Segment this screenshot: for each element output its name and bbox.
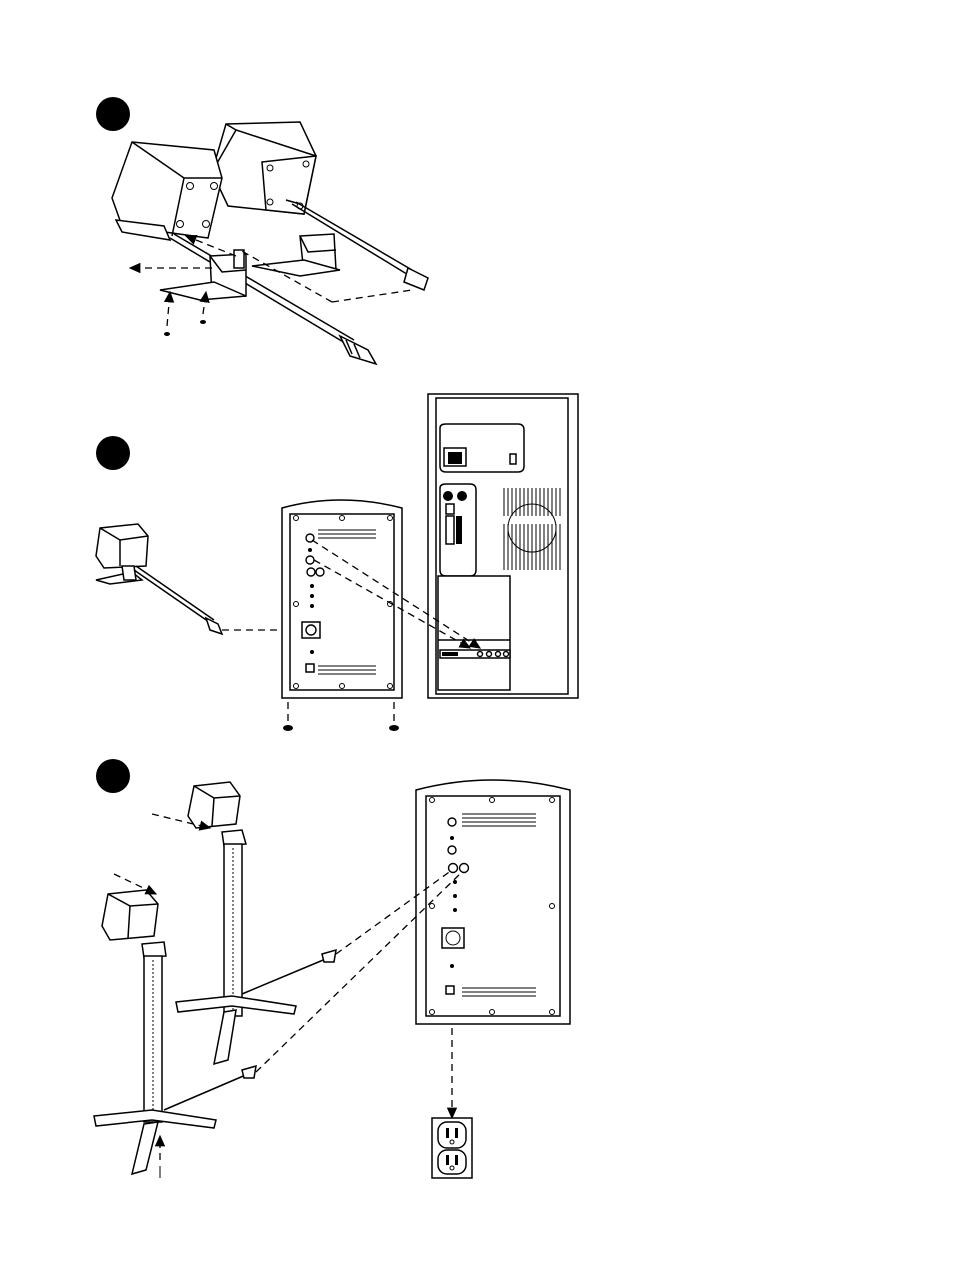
rubber-foot-2: [200, 320, 206, 324]
step-1: [96, 97, 428, 364]
step-3: [94, 759, 570, 1178]
floor-stand-back: [176, 782, 296, 1064]
side-speaker-cable: [134, 570, 212, 624]
subwoofer-foot-left: [283, 725, 293, 731]
rear-cable-plug: [404, 268, 428, 290]
subwoofer-foot-right: [389, 725, 399, 731]
step-2: [96, 394, 578, 731]
satellite-speaker-rear: [212, 122, 316, 214]
floor-stand-front: [94, 890, 216, 1174]
subwoofer-rear-panel-step3: [416, 780, 570, 1024]
speaker-stand-rear: [252, 234, 340, 276]
front-cable-plug: [340, 336, 376, 364]
front-stand-cable: [164, 1074, 248, 1110]
step-3-marker: [96, 759, 130, 793]
subwoofer-rear-panel: [282, 500, 402, 698]
step-2-marker: [96, 436, 130, 470]
step-1-marker: [96, 97, 130, 131]
side-cable-plug: [206, 618, 222, 634]
satellite-speaker-front: [112, 142, 222, 240]
computer-rear: [428, 394, 578, 698]
rubber-foot-1: [164, 332, 170, 336]
back-stand-cable: [242, 958, 328, 994]
wall-outlet: [432, 1118, 472, 1178]
